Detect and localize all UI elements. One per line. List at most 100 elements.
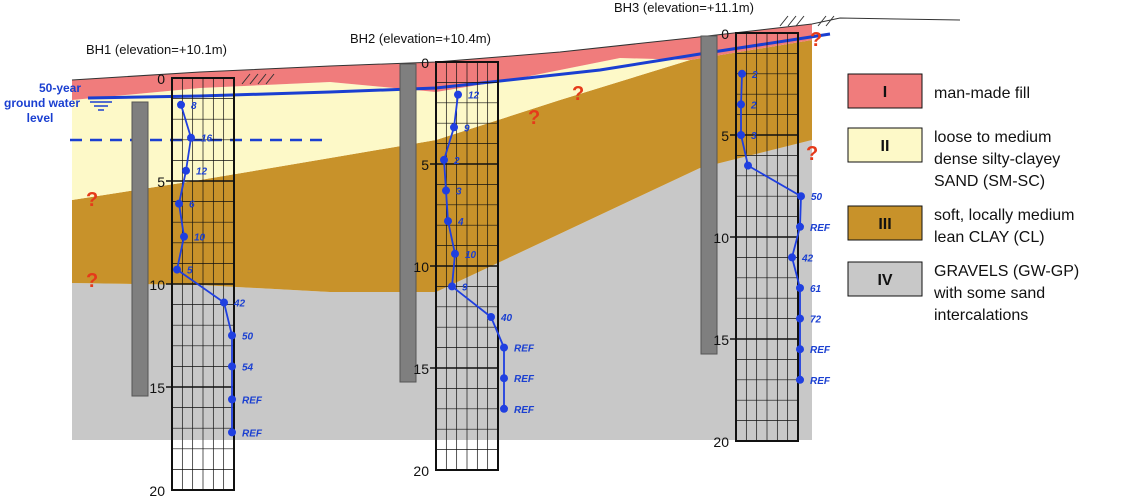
bh3-depth-label: 20	[713, 434, 729, 450]
bh2-spt-point	[500, 343, 508, 352]
bh2-spt-value: REF	[514, 405, 535, 416]
bh2-spt-point	[442, 186, 450, 195]
bh1-spt-point	[228, 395, 236, 404]
legend-swatch-iii	[847, 205, 923, 241]
bh3-spt-value: 72	[810, 315, 822, 326]
legend-swatch-i	[847, 73, 923, 109]
bh3-depth-label: 5	[721, 128, 729, 144]
bh1-spt-point	[177, 100, 185, 109]
bh2-depth-label: 5	[421, 157, 429, 173]
layer-iii-clay	[72, 40, 812, 292]
bh1-spt-value: 6	[189, 200, 195, 211]
bh1-spt-point	[175, 199, 183, 208]
bh1-depth-label: 15	[149, 380, 165, 396]
bh2-spt-point	[448, 282, 456, 291]
legend-desc-iii-1: soft, locally medium	[934, 207, 1075, 224]
bh2-spt-point	[500, 404, 508, 413]
bh2-spt-value: REF	[514, 374, 535, 385]
bh1-spt-point	[228, 362, 236, 371]
bh3-label: BH3 (elevation=+11.1m)	[614, 0, 754, 15]
bh3-spt-value: 3	[751, 131, 757, 142]
bh3-spt-point	[737, 131, 745, 139]
bh2-spt-point	[440, 155, 448, 164]
ground-surface-line	[71, 17, 961, 81]
bh2-spt-point	[450, 123, 458, 132]
bh2-spt-point	[500, 374, 508, 383]
bh1-spt-point	[228, 331, 236, 340]
bh3-spt-point	[796, 375, 804, 384]
bh3-casing	[700, 35, 718, 355]
bh3-spt-point	[788, 253, 796, 262]
bh2-spt-value: REF	[514, 344, 535, 355]
question-mark: ?	[806, 143, 818, 165]
bh1-spt-point	[187, 133, 195, 142]
bh1-spt-value: REF	[242, 428, 263, 439]
bh2-spt-value: 9	[462, 282, 468, 293]
legend-desc-iv-2: with some sand	[933, 285, 1045, 302]
bh1-spt-value: 42	[233, 299, 246, 310]
bh1-spt-point	[220, 298, 228, 307]
legend: I man-made fill II loose to medium dense…	[847, 73, 1079, 324]
legend-roman-i: I	[883, 84, 887, 101]
legend-roman-iii: III	[878, 216, 891, 233]
bh1-depth-label: 5	[157, 174, 165, 190]
bh1-spt-value: 54	[242, 362, 254, 373]
bh3-spt-value: REF	[810, 376, 831, 387]
water-table-symbol	[90, 101, 112, 111]
bh2-spt-value: 40	[500, 313, 513, 324]
bh2-spt-point	[444, 217, 452, 226]
bh1-spt-point	[173, 265, 181, 274]
bh3-spt-point	[738, 69, 746, 78]
legend-desc-iii-2: lean CLAY (CL)	[934, 229, 1045, 246]
bh3-spt-point	[796, 284, 804, 292]
groundwater-label-line2: ground water	[4, 96, 80, 110]
bh3-depth-label: 15	[713, 332, 729, 348]
legend-desc-ii-3: SAND (SM-SC)	[934, 173, 1045, 190]
groundwater-label-line1: 50-year	[39, 81, 81, 95]
bh2-spt-point	[454, 90, 462, 99]
bh3-log-grid: 0 5 10 15 20	[713, 26, 799, 450]
legend-desc-i-1: man-made fill	[934, 85, 1030, 102]
bh3-spt-point	[796, 222, 804, 231]
bh1-casing	[131, 101, 149, 397]
bh3-spt-point	[797, 192, 805, 201]
bh3-spt-value: REF	[810, 223, 831, 234]
bh1-depth-label: 0	[157, 71, 165, 87]
question-mark: ?	[528, 107, 540, 129]
bh2-casing	[399, 63, 417, 383]
layer-ii-sand	[72, 58, 690, 200]
legend-roman-iv: IV	[877, 272, 892, 289]
bh3-spt-point	[737, 100, 745, 109]
legend-desc-iv-3: intercalations	[934, 307, 1028, 324]
groundwater-label-line3: level	[27, 111, 54, 125]
bh1-spt-value: 16	[201, 134, 213, 145]
bh3-spt-value: 50	[811, 192, 823, 203]
bh3-spt-value: 42	[801, 253, 814, 264]
bh2-spt-value: 9	[464, 123, 470, 134]
bh1-spt-point	[180, 232, 188, 241]
bh2-depth-label: 10	[413, 259, 429, 275]
bh1-spt-value: 8	[191, 101, 197, 112]
bh1-spt-value: 50	[242, 332, 254, 343]
bh1-spt-point	[228, 428, 236, 437]
bh1-spt-value: 10	[194, 233, 206, 244]
bh2-label: BH2 (elevation=+10.4m)	[350, 31, 491, 46]
legend-swatch-iv	[847, 261, 923, 297]
bh2-spt-value: 3	[456, 187, 462, 198]
bh2-spt-point	[487, 313, 495, 321]
bh3-spt-value: REF	[810, 345, 831, 356]
bh2-depth-label: 20	[413, 463, 429, 479]
bh2-depth-label: 0	[421, 55, 429, 71]
legend-desc-ii-1: loose to medium	[934, 129, 1051, 146]
bh2-spt-value: 4	[457, 217, 464, 228]
bh3-depth-label: 0	[721, 26, 729, 42]
bh3-spt-point	[744, 161, 752, 170]
legend-swatch-ii	[847, 127, 923, 163]
bh2-spt-point	[451, 249, 459, 258]
bh1-spt-value: 12	[196, 167, 208, 178]
bh3-depth-label: 10	[713, 230, 729, 246]
bh1-depth-label: 10	[149, 277, 165, 293]
